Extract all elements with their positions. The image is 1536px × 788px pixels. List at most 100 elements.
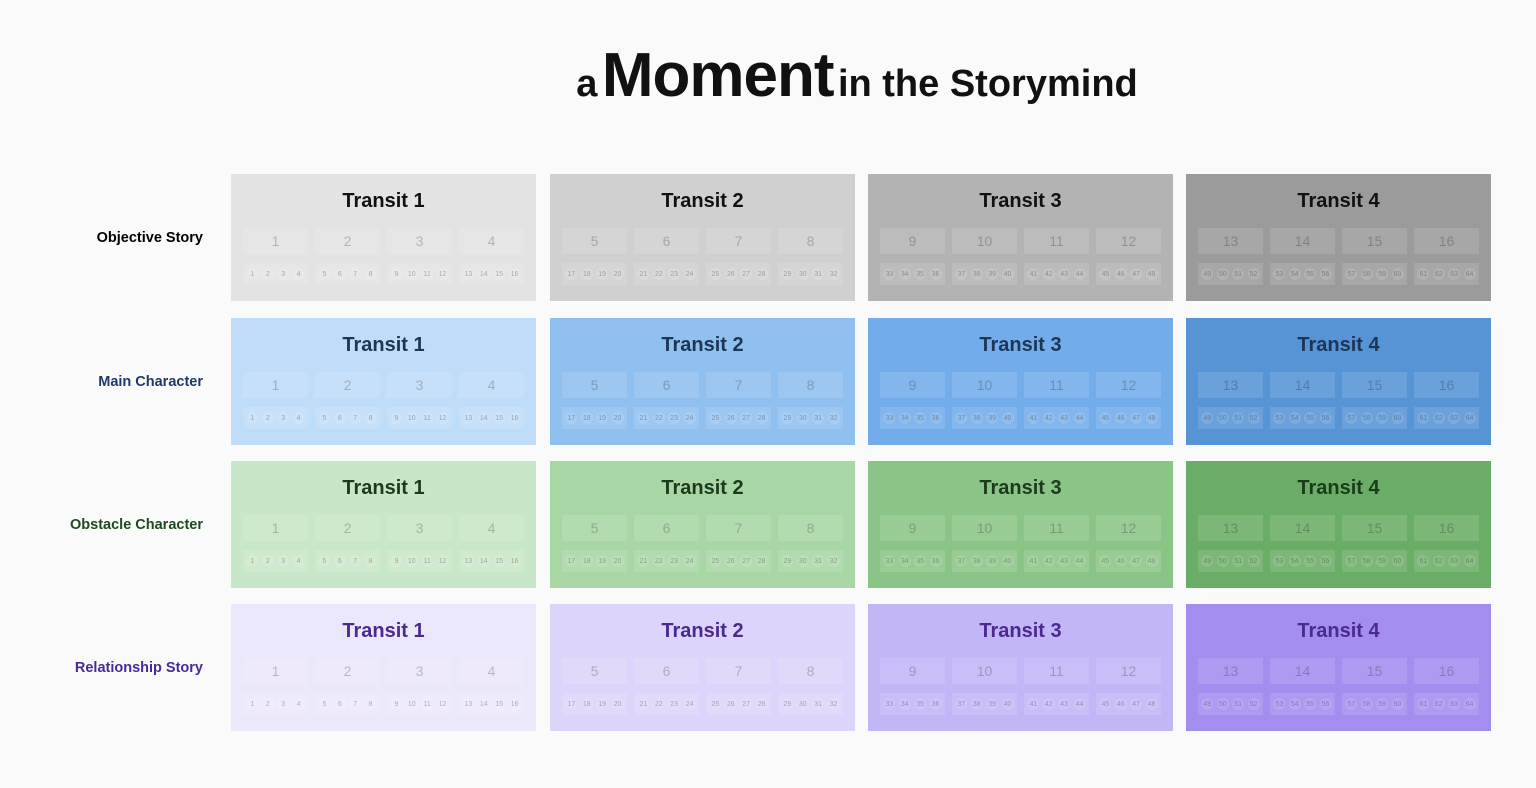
beat-circle[interactable]: 58 — [1360, 555, 1373, 567]
beat-circle[interactable]: 40 — [1001, 698, 1014, 710]
beat-circle[interactable]: 29 — [781, 555, 794, 567]
scene-box[interactable]: 14 — [1270, 658, 1335, 684]
beat-circle[interactable]: 25 — [709, 412, 722, 424]
beat-circle[interactable]: 46 — [1114, 698, 1127, 710]
beat-circle[interactable]: 14 — [477, 555, 490, 567]
beat-circle[interactable]: 46 — [1114, 555, 1127, 567]
beat-circle[interactable]: 37 — [955, 698, 968, 710]
beat-circle[interactable]: 24 — [683, 555, 696, 567]
beat-circle[interactable]: 7 — [349, 555, 362, 567]
beat-circle[interactable]: 6 — [333, 268, 346, 280]
beat-circle[interactable]: 5 — [318, 412, 331, 424]
beat-circle[interactable]: 31 — [812, 555, 825, 567]
beat-circle[interactable]: 36 — [929, 555, 942, 567]
beat-circle[interactable]: 34 — [898, 268, 911, 280]
beat-circle[interactable]: 10 — [405, 698, 418, 710]
beat-circle[interactable]: 20 — [611, 555, 624, 567]
beat-circle[interactable]: 45 — [1099, 698, 1112, 710]
scene-box[interactable]: 11 — [1024, 515, 1089, 541]
beat-circle[interactable]: 19 — [596, 412, 609, 424]
scene-box[interactable]: 16 — [1414, 372, 1479, 398]
scene-box[interactable]: 9 — [880, 228, 945, 254]
beat-circle[interactable]: 16 — [508, 698, 521, 710]
beat-circle[interactable]: 51 — [1232, 412, 1245, 424]
beat-circle[interactable]: 55 — [1304, 698, 1317, 710]
beat-circle[interactable]: 42 — [1042, 268, 1055, 280]
beat-circle[interactable]: 45 — [1099, 268, 1112, 280]
beat-circle[interactable]: 13 — [462, 412, 475, 424]
beat-circle[interactable]: 16 — [508, 412, 521, 424]
beat-circle[interactable]: 32 — [827, 268, 840, 280]
beat-circle[interactable]: 9 — [390, 268, 403, 280]
scene-box[interactable]: 16 — [1414, 658, 1479, 684]
beat-circle[interactable]: 29 — [781, 268, 794, 280]
beat-circle[interactable]: 43 — [1058, 268, 1071, 280]
beat-circle[interactable]: 6 — [333, 555, 346, 567]
beat-circle[interactable]: 22 — [652, 268, 665, 280]
beat-circle[interactable]: 53 — [1273, 698, 1286, 710]
beat-circle[interactable]: 23 — [668, 555, 681, 567]
beat-circle[interactable]: 12 — [436, 555, 449, 567]
beat-circle[interactable]: 1 — [246, 268, 259, 280]
beat-circle[interactable]: 59 — [1376, 412, 1389, 424]
beat-circle[interactable]: 20 — [611, 412, 624, 424]
beat-circle[interactable]: 8 — [364, 412, 377, 424]
beat-circle[interactable]: 11 — [421, 268, 434, 280]
beat-circle[interactable]: 64 — [1463, 555, 1476, 567]
beat-circle[interactable]: 38 — [970, 268, 983, 280]
beat-circle[interactable]: 15 — [493, 698, 506, 710]
beat-circle[interactable]: 5 — [318, 698, 331, 710]
beat-circle[interactable]: 13 — [462, 555, 475, 567]
scene-box[interactable]: 13 — [1198, 515, 1263, 541]
beat-circle[interactable]: 17 — [565, 555, 578, 567]
beat-circle[interactable]: 53 — [1273, 412, 1286, 424]
scene-box[interactable]: 2 — [315, 228, 380, 254]
beat-circle[interactable]: 25 — [709, 698, 722, 710]
beat-circle[interactable]: 63 — [1448, 555, 1461, 567]
scene-box[interactable]: 15 — [1342, 515, 1407, 541]
beat-circle[interactable]: 39 — [986, 555, 999, 567]
beat-circle[interactable]: 14 — [477, 412, 490, 424]
scene-box[interactable]: 2 — [315, 658, 380, 684]
scene-box[interactable]: 14 — [1270, 228, 1335, 254]
beat-circle[interactable]: 57 — [1345, 412, 1358, 424]
beat-circle[interactable]: 7 — [349, 412, 362, 424]
beat-circle[interactable]: 1 — [246, 698, 259, 710]
beat-circle[interactable]: 9 — [390, 698, 403, 710]
beat-circle[interactable]: 53 — [1273, 555, 1286, 567]
beat-circle[interactable]: 62 — [1432, 555, 1445, 567]
scene-box[interactable]: 9 — [880, 515, 945, 541]
beat-circle[interactable]: 35 — [914, 412, 927, 424]
beat-circle[interactable]: 54 — [1288, 412, 1301, 424]
scene-box[interactable]: 5 — [562, 515, 627, 541]
beat-circle[interactable]: 4 — [292, 268, 305, 280]
beat-circle[interactable]: 28 — [755, 555, 768, 567]
beat-circle[interactable]: 18 — [580, 555, 593, 567]
beat-circle[interactable]: 56 — [1319, 555, 1332, 567]
scene-box[interactable]: 14 — [1270, 515, 1335, 541]
scene-box[interactable]: 11 — [1024, 658, 1089, 684]
beat-circle[interactable]: 7 — [349, 268, 362, 280]
beat-circle[interactable]: 29 — [781, 698, 794, 710]
beat-circle[interactable]: 29 — [781, 412, 794, 424]
scene-box[interactable]: 10 — [952, 228, 1017, 254]
beat-circle[interactable]: 56 — [1319, 412, 1332, 424]
beat-circle[interactable]: 11 — [421, 698, 434, 710]
beat-circle[interactable]: 10 — [405, 555, 418, 567]
scene-box[interactable]: 10 — [952, 658, 1017, 684]
beat-circle[interactable]: 21 — [637, 555, 650, 567]
beat-circle[interactable]: 50 — [1216, 555, 1229, 567]
scene-box[interactable]: 7 — [706, 515, 771, 541]
beat-circle[interactable]: 39 — [986, 412, 999, 424]
beat-circle[interactable]: 19 — [596, 555, 609, 567]
beat-circle[interactable]: 22 — [652, 555, 665, 567]
beat-circle[interactable]: 57 — [1345, 555, 1358, 567]
beat-circle[interactable]: 5 — [318, 555, 331, 567]
scene-box[interactable]: 15 — [1342, 228, 1407, 254]
